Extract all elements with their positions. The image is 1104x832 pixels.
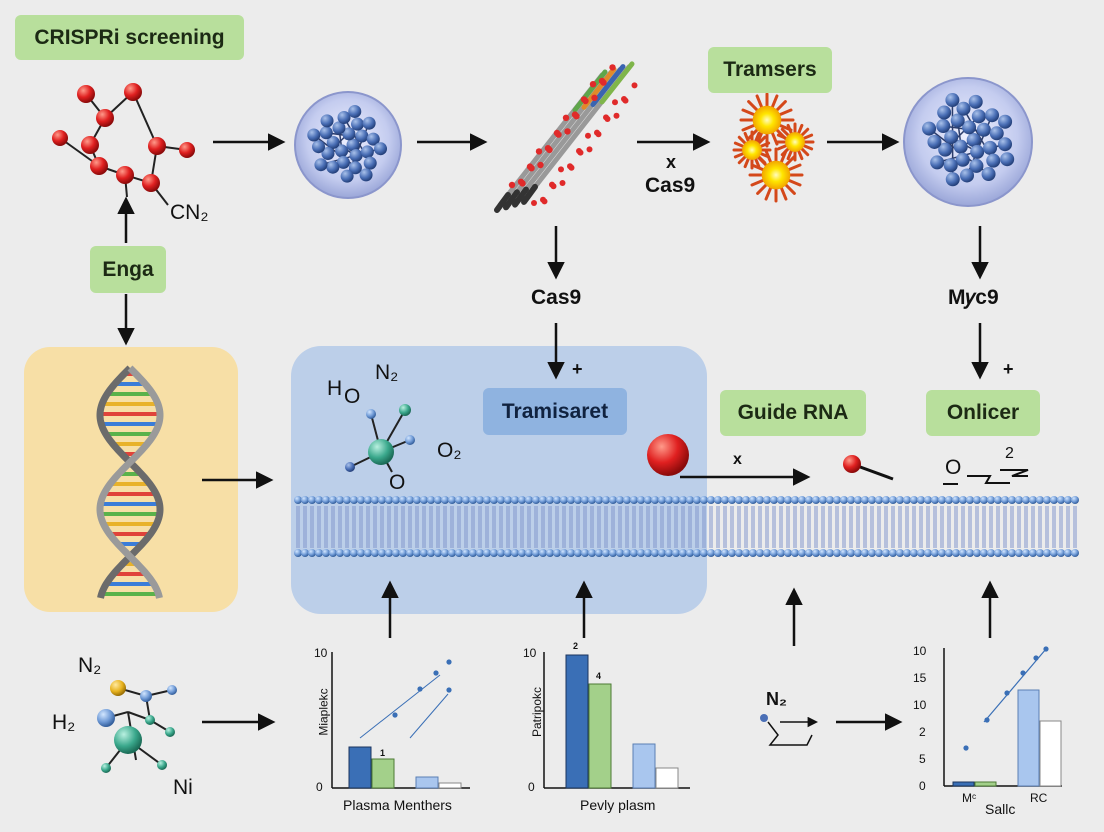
chart3-point (1020, 670, 1026, 676)
dna-panel (24, 347, 238, 612)
chart1-bar (415, 776, 439, 789)
o2-label: O₂ (437, 439, 462, 462)
chart1-point (446, 659, 452, 665)
chart2-bar (565, 654, 589, 789)
chart2-bar (632, 743, 656, 789)
n2-label-bottom: N₂ (766, 689, 787, 709)
chart3-cat-b: RC (1030, 791, 1048, 805)
chart3-point (1033, 655, 1039, 661)
chart3-tick-4: 5 (919, 752, 926, 766)
bottom-molecule-icon (97, 680, 177, 773)
chart1-bar (348, 746, 372, 789)
plus-label-right: + (1003, 359, 1014, 379)
chart2-bar-label-a: 2 (573, 641, 579, 651)
n2-label-mid: N₂ (375, 361, 399, 384)
chart3-tick-3: 2 (919, 725, 926, 739)
chart3-xlabel: Sallc (985, 801, 1016, 817)
chart3-tick-5: 0 (919, 779, 926, 793)
chart1-y-zero: 0 (316, 780, 323, 794)
tramsers-tag: Tramsers (708, 47, 832, 93)
two-label-right: 2 (1005, 445, 1014, 462)
h-label: H (327, 377, 343, 400)
onlicer-tag: Onlicer (926, 390, 1040, 436)
chart1-bar (438, 782, 462, 789)
chart2-bar (588, 683, 612, 789)
chart1-point (433, 670, 439, 676)
protein-burst-icon (732, 92, 815, 203)
dna-helix-icon (96, 365, 164, 599)
chart1-trend-line (409, 693, 449, 739)
n2-label-left: N₂ (78, 654, 102, 677)
chart3-point (984, 717, 990, 723)
red-molecule-icon (52, 83, 195, 206)
cas9-label-top: Cas9 (645, 174, 696, 197)
chart3-tick-0: 10 (913, 644, 927, 658)
mini-chart-sallc (943, 646, 1062, 787)
lipid-bilayer-membrane (294, 496, 1079, 557)
cas9-tool-icon (494, 61, 638, 213)
chart1-xlabel: Plasma Menthers (343, 797, 452, 813)
chart3-bar (974, 781, 997, 787)
red-ball-icon (647, 434, 689, 476)
chart1-y-top: 10 (314, 646, 328, 660)
mini-chart-plasma-menthers (331, 652, 470, 789)
chart1-point (446, 687, 452, 693)
chart1-ylabel: Miaplekc (316, 688, 331, 736)
chart3-point (963, 745, 969, 751)
mini-chart-pevly-plasm (543, 652, 690, 789)
chart3-bar (1039, 720, 1062, 787)
chart2-ylabel: Patripokc (530, 686, 545, 738)
chart1-bar (371, 758, 395, 789)
cell-with-particles-icon (294, 91, 402, 199)
h-o-sub-label: O (344, 385, 361, 408)
flow-arrows (117, 133, 999, 731)
chart1-point (417, 686, 423, 692)
chart3-tick-2: 10 (913, 698, 927, 712)
chart3-tick-1: 15 (913, 671, 927, 685)
o-label-right: O (945, 456, 962, 479)
h2-label-left: H₂ (52, 711, 76, 734)
chart2-y-top: 10 (523, 646, 537, 660)
x-label-mid: x (733, 451, 742, 468)
chart1-bar-label: 1 (380, 748, 386, 758)
chart2-xlabel: Pevly plasm (580, 797, 656, 813)
ball-and-stick-icon (843, 455, 894, 481)
chart2-y-zero: 0 (528, 780, 535, 794)
chart1-trend-line (359, 674, 441, 739)
o-label-mid: O (389, 471, 406, 494)
chart3-point (1004, 690, 1010, 696)
large-cell-icon (903, 77, 1033, 207)
chart2-bar (655, 767, 679, 789)
plus-label-mid: + (572, 359, 583, 379)
title-tag: CRISPRi screening (15, 15, 244, 60)
chart3-bar (1017, 689, 1040, 787)
ni-label-left: Ni (173, 776, 193, 799)
guide-rna-tag: Guide RNA (720, 390, 866, 436)
cas9-label-mid: Cas9 (531, 286, 582, 309)
chart3-bar (952, 781, 975, 787)
o-bond-icon (943, 469, 1029, 485)
x-label-top: x (666, 152, 677, 172)
chart3-trend-line (983, 648, 1047, 723)
chart1-point (392, 712, 398, 718)
enga-tag: Enga (90, 246, 166, 293)
chart3-cat-a: Mᶜ (962, 791, 977, 805)
chart2-bar-label-b: 4 (596, 671, 602, 681)
small-molecule-icon (345, 404, 415, 473)
myc9-label: M𝑦c9 (948, 286, 999, 309)
cn2-label: CN₂ (170, 201, 209, 224)
tramisaret-tag: Tramisaret (483, 388, 627, 435)
n2-probe-icon (760, 714, 819, 746)
chart3-point (1043, 646, 1049, 652)
